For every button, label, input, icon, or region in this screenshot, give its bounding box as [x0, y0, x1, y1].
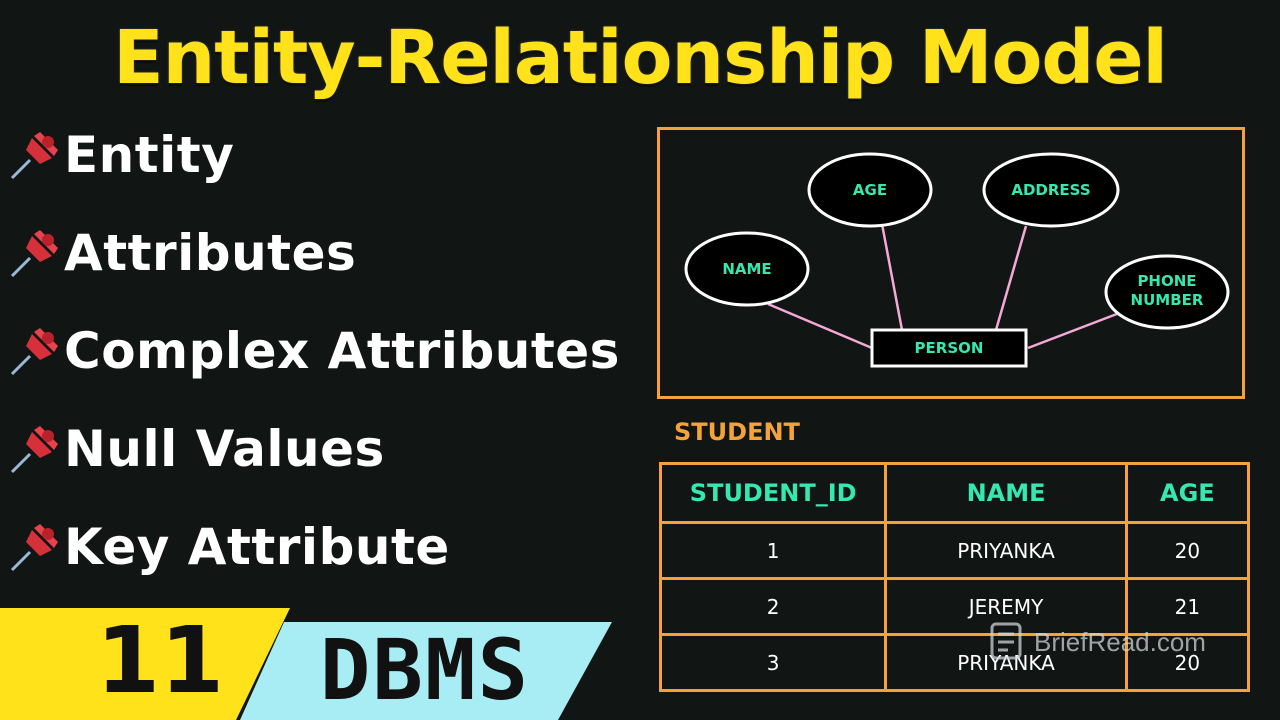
table-cell: 1: [658, 521, 888, 580]
attribute-age-ellipse: [807, 152, 933, 228]
subject-badge: [240, 622, 612, 720]
connector-name: [767, 302, 873, 350]
table-cell: 21: [1124, 577, 1251, 636]
attribute-phone-label-line2: NUMBER: [1131, 291, 1204, 309]
table-cell: 20: [1124, 633, 1251, 692]
table-cell: 2: [658, 577, 888, 636]
table-cell: 20: [1124, 521, 1251, 580]
table-row: 2 JEREMY 21: [658, 577, 1251, 636]
er-diagram: NAME AGE ADDRESS PHONE NUMBER PERSON: [657, 127, 1245, 399]
table-row: 1 PRIYANKA 20: [658, 521, 1251, 580]
topic-item-entity: Entity: [8, 120, 234, 190]
table-cell: 3: [658, 633, 888, 692]
connector-address: [994, 225, 1028, 331]
topic-item-complex-attributes: Complex Attributes: [8, 316, 620, 386]
topic-item-key-attribute: Key Attribute: [8, 512, 450, 582]
episode-number-badge: [0, 608, 290, 720]
topic-label: Null Values: [64, 420, 385, 478]
attribute-phone-ellipse: [1104, 254, 1230, 330]
connector-age: [880, 223, 904, 331]
attribute-name-label: NAME: [722, 260, 771, 278]
topic-label: Attributes: [64, 224, 357, 282]
attribute-address-ellipse: [982, 152, 1120, 228]
entity-label: PERSON: [915, 339, 984, 357]
pushpin-icon: [10, 132, 58, 180]
table-cell: PRIYANKA: [884, 633, 1128, 692]
subject-label: DBMS: [319, 621, 531, 719]
topic-item-null-values: Null Values: [8, 414, 385, 484]
table-cell: JEREMY: [884, 577, 1128, 636]
column-header: NAME: [884, 462, 1128, 524]
page-title: Entity-Relationship Model: [113, 15, 1168, 101]
er-diagram-canvas: NAME AGE ADDRESS PHONE NUMBER PERSON: [684, 152, 1230, 368]
watermark: BriefRead.com: [990, 620, 1206, 664]
table-row: 3 PRIYANKA 20: [658, 633, 1251, 692]
column-header: AGE: [1124, 462, 1251, 524]
watermark-text: BriefRead.com: [1034, 626, 1206, 657]
column-header: STUDENT_ID: [658, 462, 888, 524]
table-header-row: STUDENT_ID NAME AGE: [658, 462, 1251, 524]
student-table: STUDENT_ID NAME AGE 1 PRIYANKA 20 2 JERE…: [658, 462, 1251, 692]
topic-label: Entity: [64, 126, 235, 184]
document-icon: [990, 622, 1022, 660]
entity-rectangle: [870, 328, 1028, 368]
attribute-address-label: ADDRESS: [1011, 181, 1090, 199]
attribute-name-ellipse: [684, 231, 810, 307]
episode-number: 11: [96, 607, 225, 714]
topic-label: Key Attribute: [64, 518, 450, 576]
attribute-phone-label-line1: PHONE: [1137, 272, 1196, 290]
pushpin-icon: [10, 328, 58, 376]
table-cell: PRIYANKA: [884, 521, 1128, 580]
topic-label: Complex Attributes: [64, 322, 620, 380]
pushpin-icon: [10, 524, 58, 572]
pushpin-icon: [10, 230, 58, 278]
table-title: STUDENT: [674, 418, 800, 446]
attribute-age-label: AGE: [853, 181, 887, 199]
topic-item-attributes: Attributes: [8, 218, 356, 288]
pushpin-icon: [10, 426, 58, 474]
connector-phone: [1027, 310, 1123, 350]
